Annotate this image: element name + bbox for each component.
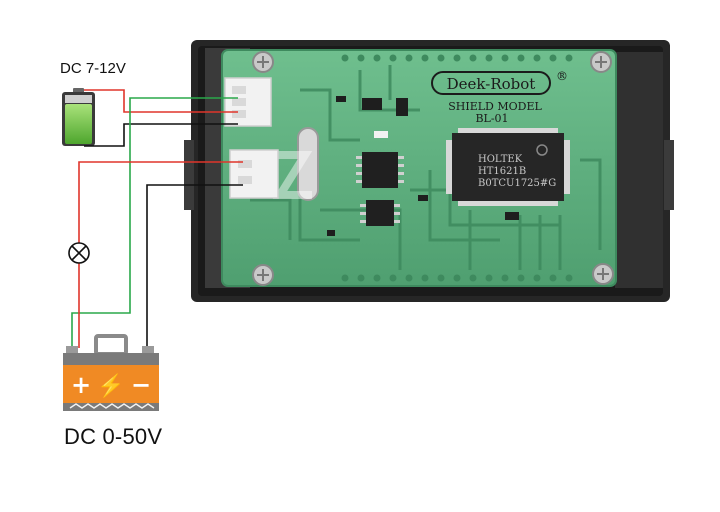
measure-sense-wire [71,97,238,348]
brand-logo: Deek-Robot ® [431,69,568,95]
small-ic-2 [360,200,400,226]
battery-plus-symbol: + [71,370,91,399]
top-header-pads [341,54,573,62]
supply-voltage-label: DC 7-12V [60,60,126,77]
screw-bottom-left [252,264,274,286]
pcb-board: Deek-Robot ® SHIELD MODEL BL-01 HOLTEK H… [221,49,617,287]
registered-mark: ® [556,69,568,83]
lamp-icon [68,242,90,264]
measured-battery-icon: + ⚡ − [63,334,159,411]
supply-negative-wire [84,123,238,147]
model-line-2: BL-01 [475,112,508,125]
battery-bolt-symbol: ⚡ [97,373,124,399]
screw-top-left [252,51,274,73]
battery-minus-symbol: − [131,370,151,399]
small-ic-1 [356,152,404,188]
supply-battery-icon [62,88,95,146]
load-positive-wire-upper [78,161,243,243]
load-negative-wire [146,184,243,348]
watermark-logo [272,151,313,199]
smd-components [327,96,519,236]
chip-line-2: HT1621B [478,166,526,177]
driver-chip: HOLTEK HT1621B B0TCU1725#G [446,128,570,206]
measure-connector [229,149,279,199]
crystal-oscillator [297,127,319,201]
measured-voltage-label: DC 0-50V [64,424,163,449]
screw-bottom-right [592,263,614,285]
brand-text: Deek-Robot [447,75,536,93]
screw-top-right [590,51,612,73]
bottom-header-pads [341,274,573,282]
model-line-1: SHIELD MODEL [448,100,542,113]
chip-line-3: B0TCU1725#G [478,178,556,189]
chip-line-1: HOLTEK [478,154,523,165]
power-connector [224,77,272,127]
supply-positive-wire [84,89,238,113]
wires [71,89,243,348]
